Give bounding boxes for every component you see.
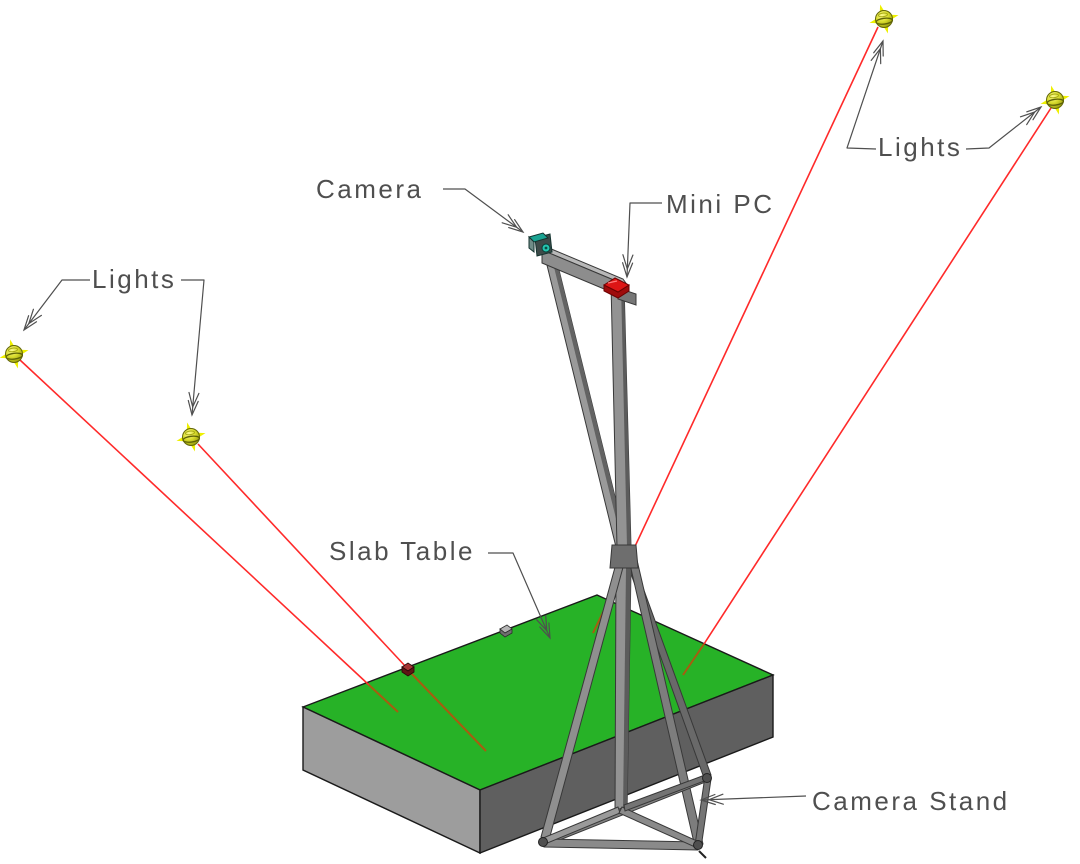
lights-right-leader-1 [846, 40, 884, 150]
camera-device [528, 232, 553, 257]
table-marker-gray [499, 624, 513, 638]
mini-pc-label: Mini PC [666, 189, 775, 219]
camera-stand-arrowhead [699, 793, 724, 806]
lights-right-arrowhead-2 [1019, 105, 1043, 126]
table-marker-red [401, 662, 415, 677]
stand-foot-back [702, 773, 712, 783]
stand-base-bar-front [543, 838, 699, 851]
camera-label: Camera [316, 174, 424, 204]
mini-pc-arrowhead [622, 254, 634, 279]
light-4 [1035, 80, 1075, 120]
camera-stand-label: Camera Stand [812, 786, 1010, 816]
lights-right-arrowhead-1 [870, 39, 884, 65]
ray-light1-on-table [368, 684, 399, 713]
light-3 [864, 0, 904, 39]
ray-light4 [703, 107, 1052, 645]
lights-left-arrowhead-1 [22, 308, 42, 332]
mini-pc-top [602, 277, 631, 293]
slab-table-label: Slab Table [329, 536, 475, 566]
camera-arrowhead [501, 214, 525, 234]
slab-table-arrowhead [536, 615, 551, 640]
mini-pc-leader [626, 202, 662, 278]
ray-light1 [19, 359, 370, 686]
lights-group [0, 0, 1075, 457]
camera-side-plate [528, 235, 535, 254]
lights-left-leader-2 [181, 279, 205, 416]
lights-left-leader-1 [23, 279, 90, 331]
camera-stand [535, 241, 712, 859]
stand-foot-left [538, 837, 548, 847]
stand-foot-right [693, 840, 703, 850]
camera-stand-leader [700, 795, 807, 801]
lights-left-label: Lights [92, 264, 177, 294]
lights-right-label: Lights [878, 132, 963, 162]
slab-table-leader [488, 552, 551, 639]
ray-light2 [197, 443, 408, 669]
leader-lines [22, 39, 1043, 806]
ray-light4-on-table [682, 643, 705, 676]
stand-base-bar-right [694, 775, 712, 849]
ray-light2-on-table [408, 670, 487, 752]
lights-right-leader-2 [965, 106, 1042, 150]
camera-leader [443, 188, 524, 233]
mini-pc [602, 277, 631, 299]
ray-light3 [608, 26, 879, 603]
lights-left-arrowhead-2 [187, 391, 200, 417]
stand-collar [609, 544, 639, 569]
